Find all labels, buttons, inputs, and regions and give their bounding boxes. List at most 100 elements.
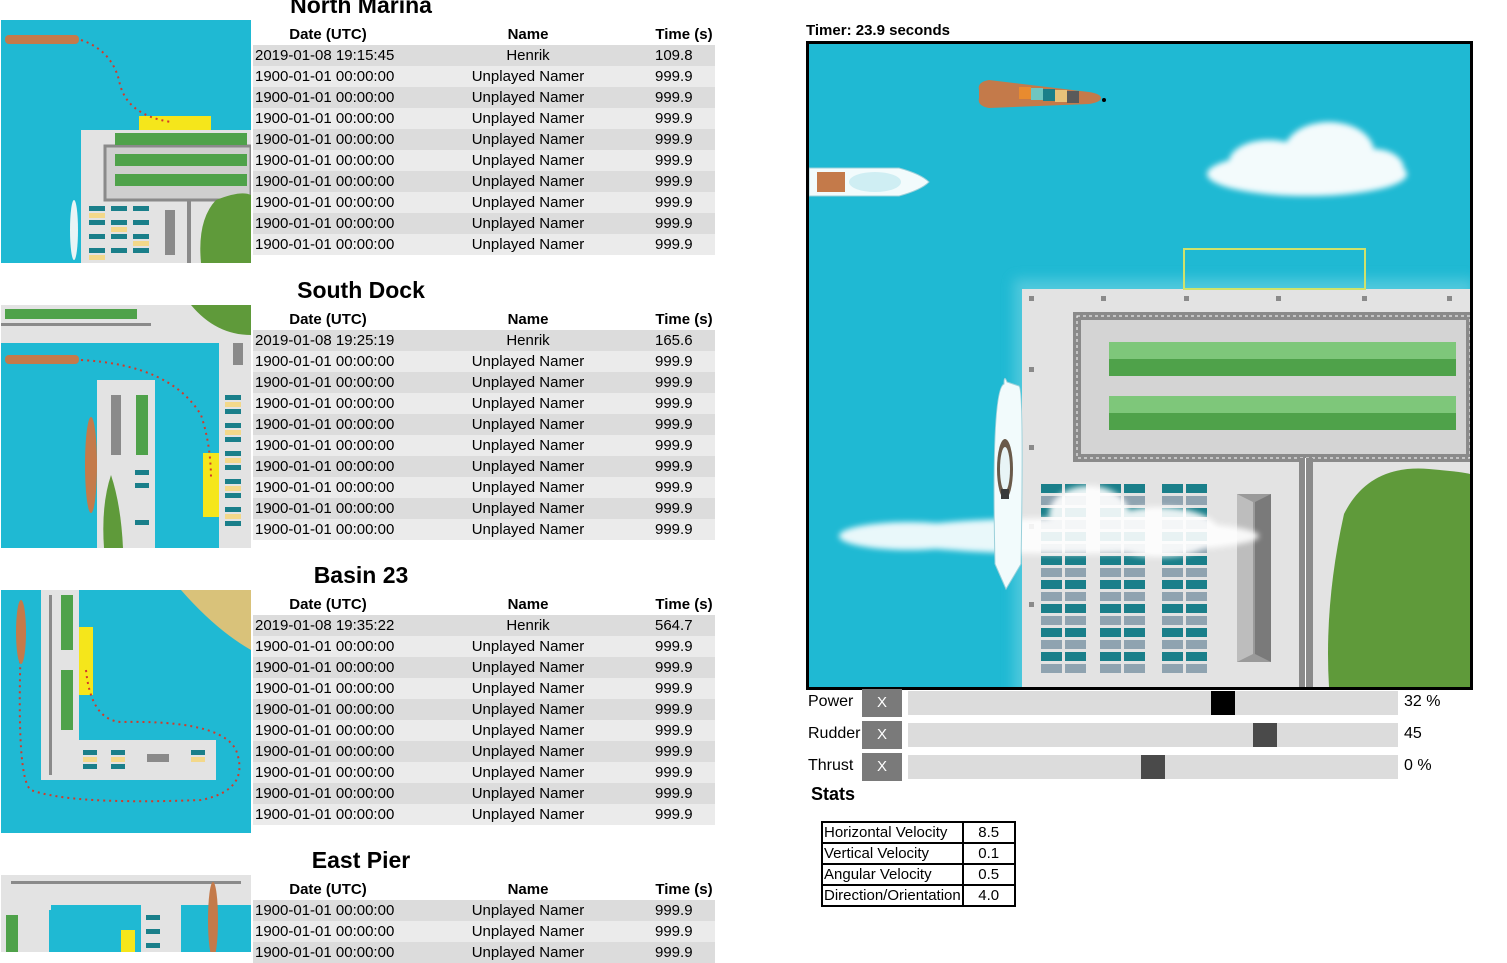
level-thumbnail-basin-23[interactable]: [1, 590, 251, 833]
row-time: 999.9: [653, 636, 715, 657]
leaderboard-table: Date (UTC) Name Time (s) 2019-01-08 19:1…: [253, 24, 715, 255]
row-name: Unplayed Namer: [403, 87, 653, 108]
row-name: Unplayed Namer: [403, 372, 653, 393]
row-time: 999.9: [653, 414, 715, 435]
stat-label: Direction/Orientation: [822, 885, 963, 906]
game-canvas[interactable]: [806, 41, 1473, 690]
row-date: 1900-01-01 00:00:00: [253, 657, 403, 678]
row-name: Unplayed Namer: [403, 636, 653, 657]
rudder-reset-button[interactable]: X: [862, 721, 902, 749]
thrust-reset-button[interactable]: X: [862, 753, 902, 781]
player-boat-icon[interactable]: [993, 378, 1023, 591]
row-date: 1900-01-01 00:00:00: [253, 435, 403, 456]
warehouse-roofs: [1109, 342, 1456, 430]
row-date: 1900-01-01 00:00:00: [253, 783, 403, 804]
row-date: 1900-01-01 00:00:00: [253, 900, 403, 921]
row-date: 1900-01-01 00:00:00: [253, 741, 403, 762]
row-date: 1900-01-01 00:00:00: [253, 477, 403, 498]
row-name: Henrik: [403, 615, 653, 636]
row-time: 999.9: [653, 900, 715, 921]
rudder-slider-knob[interactable]: [1253, 723, 1277, 747]
row-time: 999.9: [653, 87, 715, 108]
row-time: 999.9: [653, 66, 715, 87]
stat-label: Vertical Velocity: [822, 843, 963, 864]
power-slider[interactable]: [908, 691, 1398, 715]
row-time: 999.9: [653, 678, 715, 699]
row-time: 999.9: [653, 213, 715, 234]
row-date: 1900-01-01 00:00:00: [253, 720, 403, 741]
row-name: Unplayed Namer: [403, 414, 653, 435]
yacht-icon: [809, 167, 930, 197]
power-reset-button[interactable]: X: [862, 689, 902, 717]
power-slider-knob[interactable]: [1211, 691, 1235, 715]
row-date: 1900-01-01 00:00:00: [253, 414, 403, 435]
row-name: Henrik: [403, 330, 653, 351]
thrust-slider[interactable]: [908, 755, 1398, 779]
cloud: [839, 486, 1259, 557]
stat-value: 8.5: [962, 822, 1015, 843]
row-time: 999.9: [653, 942, 715, 963]
row-time: 564.7: [653, 615, 715, 636]
row-time: 999.9: [653, 351, 715, 372]
row-name: Unplayed Namer: [403, 678, 653, 699]
row-date: 1900-01-01 00:00:00: [253, 66, 403, 87]
row-time: 999.9: [653, 921, 715, 942]
row-time: 999.9: [653, 234, 715, 255]
rudder-slider[interactable]: [908, 723, 1398, 747]
level-thumbnail-south-dock[interactable]: [1, 305, 251, 548]
row-date: 1900-01-01 00:00:00: [253, 636, 403, 657]
col-name: Name: [507, 596, 549, 613]
row-name: Unplayed Namer: [403, 720, 653, 741]
row-date: 1900-01-01 00:00:00: [253, 129, 403, 150]
stats-heading: Stats: [811, 784, 856, 804]
col-name: Name: [507, 311, 549, 328]
target-zone: [1183, 248, 1366, 290]
rudder-label: Rudder: [808, 725, 861, 742]
col-date: Date (UTC): [289, 596, 367, 613]
stat-value: 0.1: [962, 843, 1015, 864]
leaderboard-table: Date (UTC) Name Time (s) 2019-01-08 19:2…: [253, 309, 715, 540]
row-name: Unplayed Namer: [403, 741, 653, 762]
thrust-label: Thrust: [808, 757, 854, 774]
row-name: Unplayed Namer: [403, 804, 653, 825]
row-name: Unplayed Namer: [403, 699, 653, 720]
power-label: Power: [808, 693, 854, 710]
row-date: 1900-01-01 00:00:00: [253, 762, 403, 783]
stat-label: Angular Velocity: [822, 864, 963, 885]
level-thumbnail-north-marina[interactable]: [1, 20, 251, 263]
row-date: 1900-01-01 00:00:00: [253, 519, 403, 540]
row-date: 1900-01-01 00:00:00: [253, 372, 403, 393]
row-name: Unplayed Namer: [403, 942, 653, 963]
row-date: 1900-01-01 00:00:00: [253, 213, 403, 234]
stat-label: Horizontal Velocity: [822, 822, 963, 843]
leaderboard-table: Date (UTC) Name Time (s) 1900-01-01 00:0…: [253, 879, 715, 963]
row-date: 1900-01-01 00:00:00: [253, 942, 403, 963]
thrust-slider-knob[interactable]: [1141, 755, 1165, 779]
row-name: Unplayed Namer: [403, 762, 653, 783]
col-name: Name: [507, 881, 549, 898]
row-name: Unplayed Namer: [403, 150, 653, 171]
row-date: 1900-01-01 00:00:00: [253, 108, 403, 129]
level-thumbnail-east-pier[interactable]: [1, 875, 251, 952]
row-date: 2019-01-08 19:25:19: [253, 330, 403, 351]
row-date: 1900-01-01 00:00:00: [253, 921, 403, 942]
row-name: Unplayed Namer: [403, 921, 653, 942]
